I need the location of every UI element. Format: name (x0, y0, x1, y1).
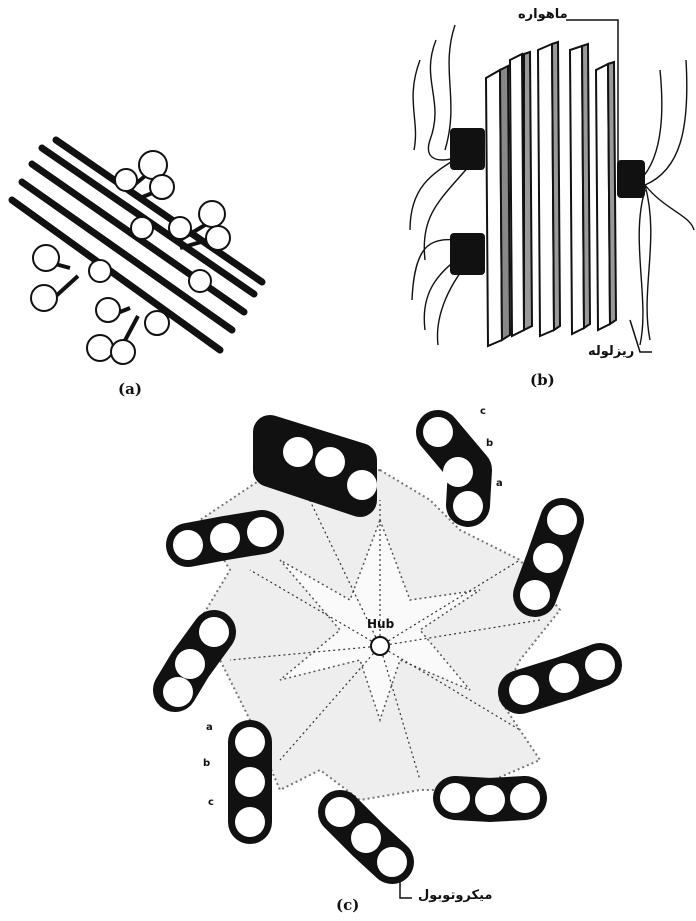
triplet-label-bottom-c: c (208, 797, 214, 808)
triplet-top-left (270, 432, 377, 500)
hub-label: Hub (367, 617, 394, 631)
panel-a-drawing (12, 140, 262, 364)
triplet-label-bottom-a: a (206, 722, 213, 733)
panel-b-microtubule-label: ریزلوله (588, 344, 634, 359)
triplet-bottom-left (235, 727, 265, 837)
panel-b-satellite-label: ماهواره (518, 7, 568, 22)
panel-c-caption: (c) (336, 896, 359, 914)
triplet-label-bottom-b: b (203, 758, 210, 769)
triplet-bottom (325, 797, 407, 877)
panel-b-caption: (b) (530, 371, 555, 389)
triplet-label-top-b: b (486, 438, 493, 449)
triplet-left-lower (163, 617, 229, 707)
triplet-right-upper (520, 505, 577, 610)
panel-a-caption: (a) (118, 380, 142, 398)
triplet-label-top-a: a (496, 478, 503, 489)
panel-c-microtubule-label: میکروتوبول (418, 888, 492, 903)
triplet-label-top-c: c (480, 406, 486, 417)
triplet-bottom-right (440, 783, 540, 815)
panel-c-drawing (163, 417, 615, 898)
triplet-left-upper (173, 517, 277, 560)
panel-b-drawing (410, 20, 694, 352)
triplet-right-lower (509, 650, 615, 705)
